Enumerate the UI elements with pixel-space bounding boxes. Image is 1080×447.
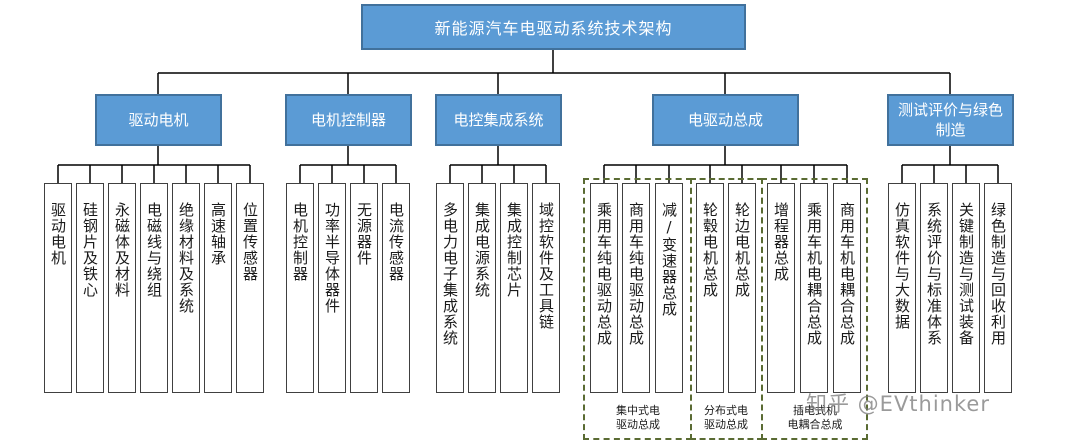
group-label-plugin: 插电式机 电耦合总成 (787, 404, 843, 431)
leaf-box: 系统评价与标准体系 (920, 183, 948, 393)
leaf-box: 集成控制芯片 (500, 183, 528, 393)
watermark: 知乎 @EVthinker (806, 392, 990, 416)
group-plugin-coupling (761, 178, 868, 440)
leaf-box: 乘用车纯电驱动总成 (590, 183, 618, 393)
leaf-box: 多电力电子集成系统 (436, 183, 464, 393)
leaf-box: 电机控制器 (286, 183, 314, 393)
leaf-box: 高速轴承 (204, 183, 232, 393)
leaf-box: 轮毂电机总成 (696, 183, 724, 393)
leaf-box: 功率半导体器件 (318, 183, 346, 393)
leaf-box: 商用车机电耦合总成 (833, 183, 861, 393)
category-box-drive-motor: 驱动电机 (95, 94, 222, 146)
leaf-box: 电流传感器 (382, 183, 410, 393)
leaf-box: 增程器总成 (767, 183, 795, 393)
group-centralized-drive (583, 178, 692, 440)
category-box-integrated-control: 电控集成系统 (435, 94, 562, 146)
leaf-box: 域控软件及工具链 (532, 183, 560, 393)
category-box-motor-controller: 电机控制器 (285, 94, 412, 146)
group-label-centralized: 集中式电 驱动总成 (616, 404, 660, 431)
leaf-box: 集成电源系统 (468, 183, 496, 393)
group-distributed-drive (690, 178, 763, 440)
leaf-box: 位置传感器 (236, 183, 264, 393)
leaf-box: 电磁线与绕组 (140, 183, 168, 393)
leaf-box: 硅钢片及铁心 (76, 183, 104, 393)
root-title-box: 新能源汽车电驱动系统技术架构 (361, 4, 746, 50)
leaf-box: 乘用车机电耦合总成 (800, 183, 828, 393)
leaf-box: 驱动电机 (44, 183, 72, 393)
leaf-box: 仿真软件与大数据 (888, 183, 916, 393)
group-label-distributed: 分布式电 驱动总成 (704, 404, 748, 431)
leaf-box: 绝缘材料及系统 (172, 183, 200, 393)
leaf-box: 关键制造与测试装备 (952, 183, 980, 393)
leaf-box: 减/变速器总成 (655, 183, 683, 393)
leaf-box: 商用车纯电驱动总成 (622, 183, 650, 393)
leaf-box: 绿色制造与回收利用 (984, 183, 1012, 393)
leaf-box: 无源器件 (350, 183, 378, 393)
category-box-testing-green-manufacturing: 测试评价与绿色制造 (887, 94, 1014, 146)
leaf-box: 轮边电机总成 (728, 183, 756, 393)
leaf-box: 永磁体及材料 (108, 183, 136, 393)
category-box-electric-drive-assembly: 电驱动总成 (652, 94, 799, 146)
